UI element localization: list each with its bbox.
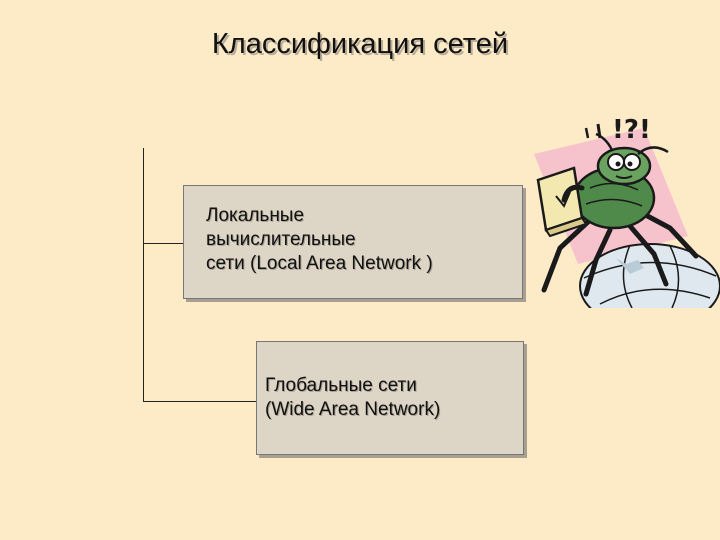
confused-bug-with-book-on-globe-icon: !?! [534,115,720,308]
lan-node-box: Локальные вычислительные сети (Local Are… [183,185,523,299]
book-icon [536,166,588,238]
globe-icon [579,243,720,308]
lan-node-label: Локальные вычислительные сети (Local Are… [206,205,433,274]
slide-title: Классификация сетей [211,28,509,60]
question-marks: !?! [612,115,651,145]
tree-trunk-line [143,148,144,402]
wan-node-label: Глобальные сети (Wide Area Network) [265,375,441,420]
bug-legs [541,209,699,297]
branch-line-wan [143,401,257,402]
wan-node-box: Глобальные сети (Wide Area Network) [256,341,524,455]
branch-line-lan [143,243,183,244]
bug-head [595,132,669,186]
